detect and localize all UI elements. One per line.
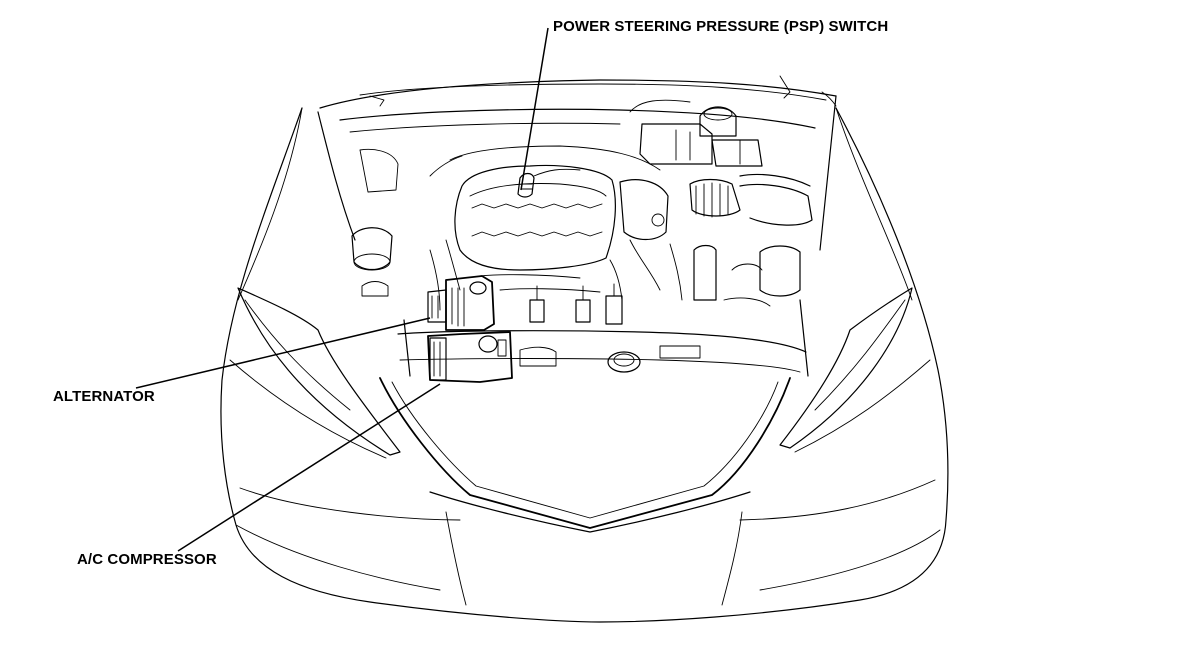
- engine-bay-interior: [339, 99, 816, 377]
- ac-compressor-leader-line: [177, 383, 441, 552]
- ac-compressor-component: [427, 331, 513, 383]
- front-grille: [379, 377, 791, 533]
- leader-lines: [135, 27, 549, 552]
- psp-switch-label: POWER STEERING PRESSURE (PSP) SWITCH: [553, 18, 889, 35]
- car-body-outline: [220, 107, 949, 623]
- right-headlight: [779, 287, 931, 453]
- psp-leader-line: [520, 27, 549, 191]
- alternator-label: ALTERNATOR: [53, 388, 155, 405]
- open-hood: [317, 75, 837, 251]
- ac-compressor-label: A/C COMPRESSOR: [77, 551, 217, 568]
- alternator-component: [427, 275, 495, 331]
- left-headlight: [229, 287, 401, 459]
- alternator-leader-line: [135, 317, 431, 389]
- psp-switch-component: [517, 168, 581, 198]
